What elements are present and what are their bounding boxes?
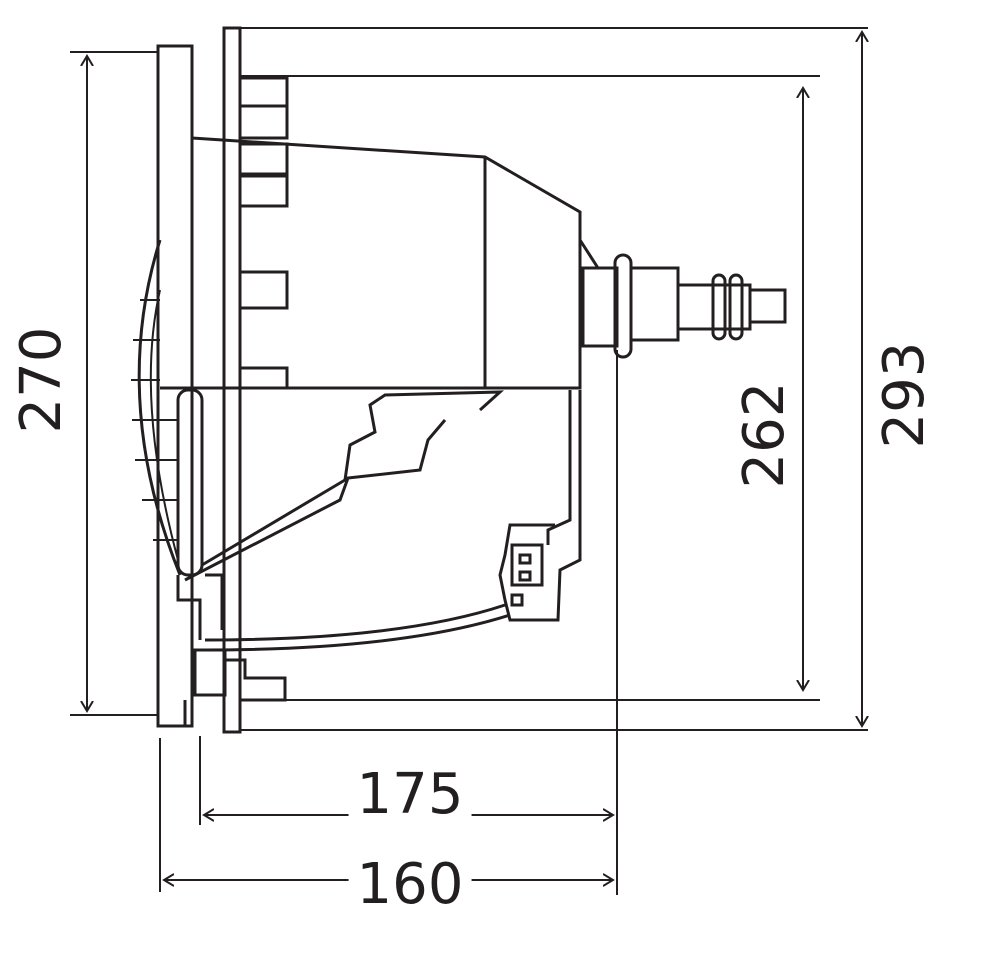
dimension-270: 270 (9, 326, 74, 434)
cooling-fins (238, 76, 289, 390)
lens-dome (137, 239, 182, 576)
lens-grid (131, 299, 178, 541)
dimension-293: 293 (872, 341, 937, 449)
mounting-plate (222, 26, 242, 734)
cable-connector (578, 239, 787, 359)
front-flange (156, 44, 194, 728)
dimension-262: 262 (732, 381, 797, 489)
extension-lines (70, 27, 868, 895)
housing-lower (176, 388, 582, 730)
housing-upper (160, 136, 582, 390)
dimension-160: 160 (348, 857, 472, 913)
dimension-175: 175 (348, 767, 472, 823)
